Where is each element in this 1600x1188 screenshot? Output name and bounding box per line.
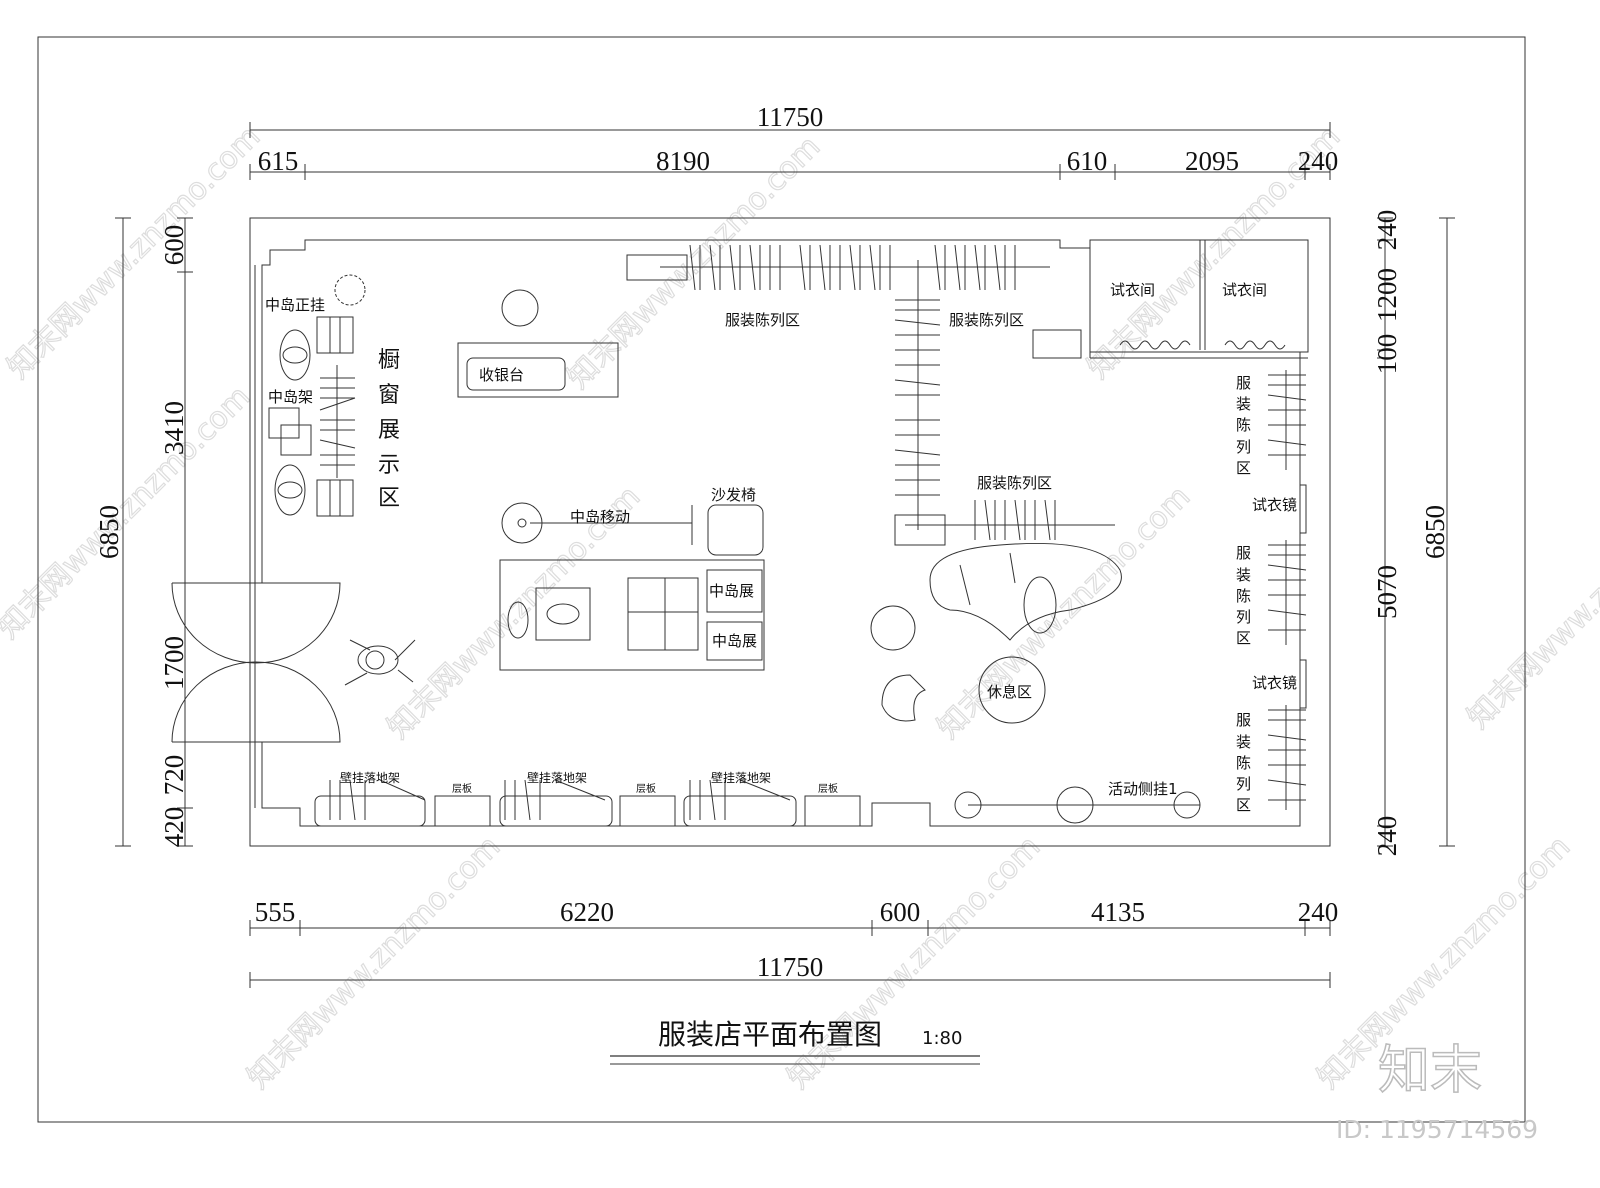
clothing-racks-right <box>1267 370 1307 810</box>
char: 服 <box>1236 711 1251 729</box>
dimensions-right: 240 1200 100 5070 240 6850 <box>1372 210 1455 857</box>
watermark: 知末网www.znzmo.com <box>931 479 1197 745</box>
watermark-logo: 知末 <box>1378 1041 1482 1101</box>
label-wall-rack: 壁挂落地架 <box>711 770 771 785</box>
label-vertical-display-2: 服 装 陈 列 区 <box>1236 544 1251 647</box>
label-mirror: 试衣镜 <box>1252 496 1297 514</box>
dim-left: 1700 <box>159 636 189 690</box>
clothing-racks-top <box>626 244 1115 546</box>
dim-bottom: 240 <box>1298 897 1339 927</box>
label-vertical-display-1: 服 装 陈 列 区 <box>1236 374 1251 477</box>
label-window-display: 展 <box>378 418 400 443</box>
dim-top: 610 <box>1067 146 1108 176</box>
building-outer-wall <box>249 217 1331 847</box>
entrance-double-door <box>171 582 341 743</box>
dim-right: 240 <box>1372 210 1402 251</box>
char: 服 <box>1236 544 1251 562</box>
dim-left: 3410 <box>159 401 189 455</box>
watermarks: 知末网www.znzmo.com 知末网www.znzmo.com 知末网www… <box>0 119 1600 1096</box>
drawing-scale: 1:80 <box>922 1028 962 1049</box>
label-window-display: 示 <box>378 453 400 478</box>
dim-top-total: 11750 <box>757 102 824 132</box>
image-id-label: ID: 1195714569 <box>1336 1115 1538 1144</box>
room-labels: 中岛正挂 中岛架 橱 窗 展 示 区 收银台 服装陈列区 服装陈列区 服装陈列区… <box>265 281 1297 814</box>
dim-bottom: 4135 <box>1091 897 1145 927</box>
char: 陈 <box>1236 754 1251 772</box>
char: 装 <box>1236 395 1251 413</box>
watermark: 知末网www.znzmo.com <box>241 829 507 1095</box>
dim-right: 1200 <box>1372 268 1402 322</box>
label-cashier: 收银台 <box>479 366 524 384</box>
label-mirror: 试衣镜 <box>1252 674 1297 692</box>
char: 陈 <box>1236 416 1251 434</box>
drawing-title: 服装店平面布置图 <box>658 1018 882 1051</box>
fitting-rooms <box>1032 240 1308 359</box>
label-wall-rack: 壁挂落地架 <box>340 770 400 785</box>
char: 装 <box>1236 733 1251 751</box>
char: 列 <box>1236 438 1251 456</box>
dim-bottom-total: 11750 <box>757 952 824 982</box>
char: 装 <box>1236 566 1251 584</box>
char: 陈 <box>1236 587 1251 605</box>
char: 区 <box>1236 796 1251 814</box>
window-display-fixtures <box>268 274 366 517</box>
label-shelf: 层板 <box>818 782 838 795</box>
bottom-wall-fixtures <box>314 779 1201 827</box>
label-fitting-room: 试衣间 <box>1110 281 1155 299</box>
dim-top: 2095 <box>1185 146 1239 176</box>
dim-bottom: 555 <box>255 897 296 927</box>
dim-top: 615 <box>258 146 299 176</box>
person-figure <box>344 639 416 686</box>
char: 列 <box>1236 775 1251 793</box>
char: 列 <box>1236 608 1251 626</box>
label-island-mobile: 中岛移动 <box>570 508 630 526</box>
drawing-frame <box>37 36 1526 1123</box>
label-island-show: 中岛展 <box>712 632 757 650</box>
label-window-display: 窗 <box>378 383 400 408</box>
label-sofa-chair: 沙发椅 <box>711 486 756 504</box>
label-display-area: 服装陈列区 <box>949 311 1024 329</box>
dimensions-bottom: 555 6220 600 4135 240 11750 <box>249 897 1339 988</box>
drawing-title-block: 服装店平面布置图 1:80 <box>610 1018 980 1065</box>
dim-right: 240 <box>1372 816 1402 857</box>
dim-left: 720 <box>159 755 189 796</box>
watermark: 知末网www.znzmo.com <box>0 379 257 645</box>
dim-top: 240 <box>1298 146 1339 176</box>
label-window-display: 橱 <box>378 348 400 373</box>
label-vertical-display-3: 服 装 陈 列 区 <box>1236 711 1251 814</box>
label-shelf: 层板 <box>452 782 472 795</box>
dim-top: 8190 <box>656 146 710 176</box>
label-mobile-side-hang: 活动侧挂1 <box>1108 780 1178 798</box>
dim-right: 5070 <box>1372 565 1402 619</box>
watermark: 知末网www.znzmo.com <box>1 119 267 385</box>
rest-area-furniture <box>870 542 1122 724</box>
label-island-rack: 中岛架 <box>268 388 313 406</box>
central-island <box>499 502 765 671</box>
dim-left-total: 6850 <box>94 505 124 559</box>
char: 服 <box>1236 374 1251 392</box>
label-display-area: 服装陈列区 <box>725 311 800 329</box>
label-island-front-hang: 中岛正挂 <box>265 296 325 314</box>
watermark: 知末网www.znzmo.com <box>1461 469 1600 735</box>
dim-left: 600 <box>159 225 189 266</box>
dim-bottom: 600 <box>880 897 921 927</box>
dimensions-left: 6850 600 3410 1700 720 420 <box>94 217 193 848</box>
label-island-show: 中岛展 <box>709 582 754 600</box>
dimensions-top: 11750 615 8190 610 2095 240 <box>249 102 1339 180</box>
dim-bottom: 6220 <box>560 897 614 927</box>
cashier-counter <box>457 289 619 398</box>
dim-right: 100 <box>1372 334 1402 375</box>
label-window-display: 区 <box>378 486 400 511</box>
dim-right-total: 6850 <box>1420 505 1450 559</box>
label-rest-area: 休息区 <box>987 683 1032 701</box>
label-display-area: 服装陈列区 <box>977 474 1052 492</box>
label-fitting-room: 试衣间 <box>1222 281 1267 299</box>
char: 区 <box>1236 459 1251 477</box>
label-wall-rack: 壁挂落地架 <box>527 770 587 785</box>
char: 区 <box>1236 629 1251 647</box>
label-shelf: 层板 <box>636 782 656 795</box>
dim-left: 420 <box>159 807 189 848</box>
